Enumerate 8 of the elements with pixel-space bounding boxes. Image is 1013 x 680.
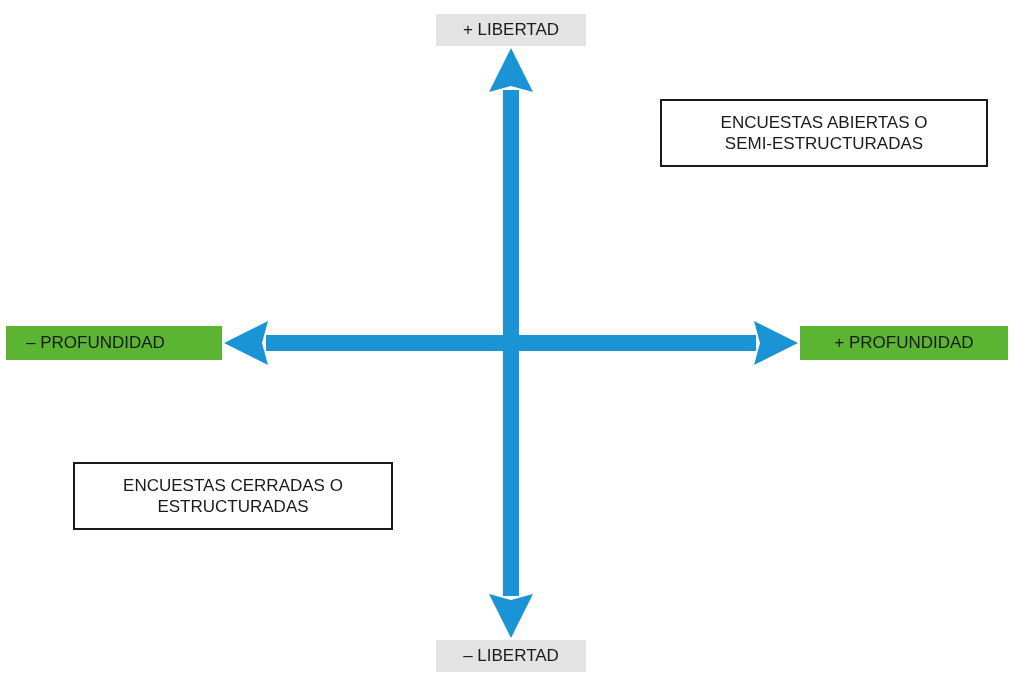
axis-label: – PROFUNDIDAD — [6, 326, 222, 360]
category-box: ENCUESTAS CERRADAS O ESTRUCTURADAS — [73, 462, 393, 530]
axis-label: + LIBERTAD — [436, 14, 586, 46]
axis-label: – LIBERTAD — [436, 640, 586, 672]
double-arrow — [224, 321, 798, 365]
axis-label: + PROFUNDIDAD — [800, 326, 1008, 360]
category-box: ENCUESTAS ABIERTAS O SEMI-ESTRUCTURADAS — [660, 99, 988, 167]
double-arrow — [489, 48, 533, 638]
